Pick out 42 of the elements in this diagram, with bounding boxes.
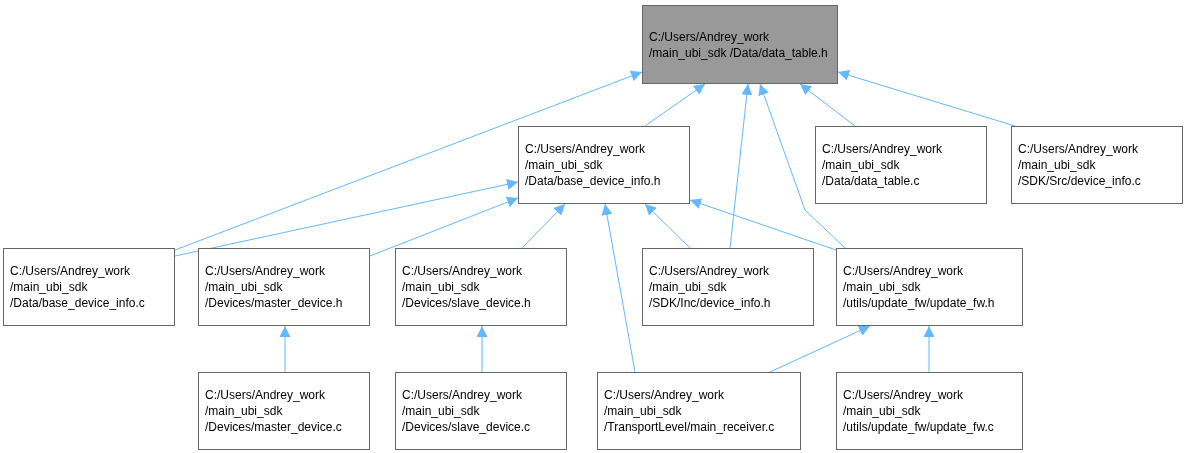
file-box — [198, 248, 370, 326]
file-box — [198, 372, 370, 450]
arrow — [689, 198, 837, 251]
arrow — [601, 203, 636, 373]
file-path: C:/Users/Andrey_work /main_ubi_sdk /Devices/slave_device.h — [402, 263, 532, 311]
file-box — [3, 248, 175, 326]
arrow — [174, 70, 643, 251]
arrow — [644, 83, 706, 127]
arrow — [521, 203, 566, 249]
arrow — [923, 325, 935, 373]
arrow — [174, 178, 519, 257]
file-path: C:/Users/Andrey_work /main_ubi_sdk /Data/data_table.h — [649, 28, 829, 61]
file-path: C:/Users/Andrey_work /main_ubi_sdk /Data/base_device_info.c — [10, 263, 146, 311]
file-path: C:/Users/Andrey_work /main_ubi_sdk /utils/update_fw/update_fw.h — [843, 263, 996, 311]
arrow — [729, 83, 753, 249]
file-box — [597, 372, 801, 450]
file-box — [642, 5, 838, 84]
file-box — [1011, 126, 1183, 204]
file-box — [815, 126, 987, 204]
file-box — [642, 248, 814, 326]
arrow — [769, 325, 871, 373]
arrow — [369, 196, 519, 257]
file-path: C:/Users/Andrey_work /main_ubi_sdk /Devices/master_device.h — [205, 263, 344, 311]
arrow — [837, 69, 1016, 127]
file-path: C:/Users/Andrey_work /main_ubi_sdk /SDK/Src/device_info.c — [1018, 141, 1142, 189]
file-box — [836, 248, 1023, 326]
file-path: C:/Users/Andrey_work /main_ubi_sdk /utils/update_fw/update_fw.c — [843, 387, 995, 435]
file-path: C:/Users/Andrey_work /main_ubi_sdk /Data/data_table.c — [822, 141, 944, 189]
file-box — [836, 372, 1023, 450]
arrow — [799, 83, 856, 127]
arrow — [644, 203, 691, 249]
file-box — [395, 248, 567, 326]
arrow — [476, 325, 488, 373]
file-box — [518, 126, 690, 204]
arrow — [279, 325, 291, 373]
arrow — [758, 83, 846, 249]
file-path: C:/Users/Andrey_work /main_ubi_sdk /SDK/Inc/device_info.h — [649, 263, 772, 311]
file-path: C:/Users/Andrey_work /main_ubi_sdk /Devices/master_device.c — [205, 387, 343, 435]
file-path: C:/Users/Andrey_work /main_ubi_sdk /Devices/slave_device.c — [402, 387, 532, 435]
file-box — [395, 372, 567, 450]
file-path: C:/Users/Andrey_work /main_ubi_sdk /Data/base_device_info.h — [525, 141, 662, 189]
file-path: C:/Users/Andrey_work /main_ubi_sdk /TransportLevel/main_receiver.c — [604, 387, 776, 435]
